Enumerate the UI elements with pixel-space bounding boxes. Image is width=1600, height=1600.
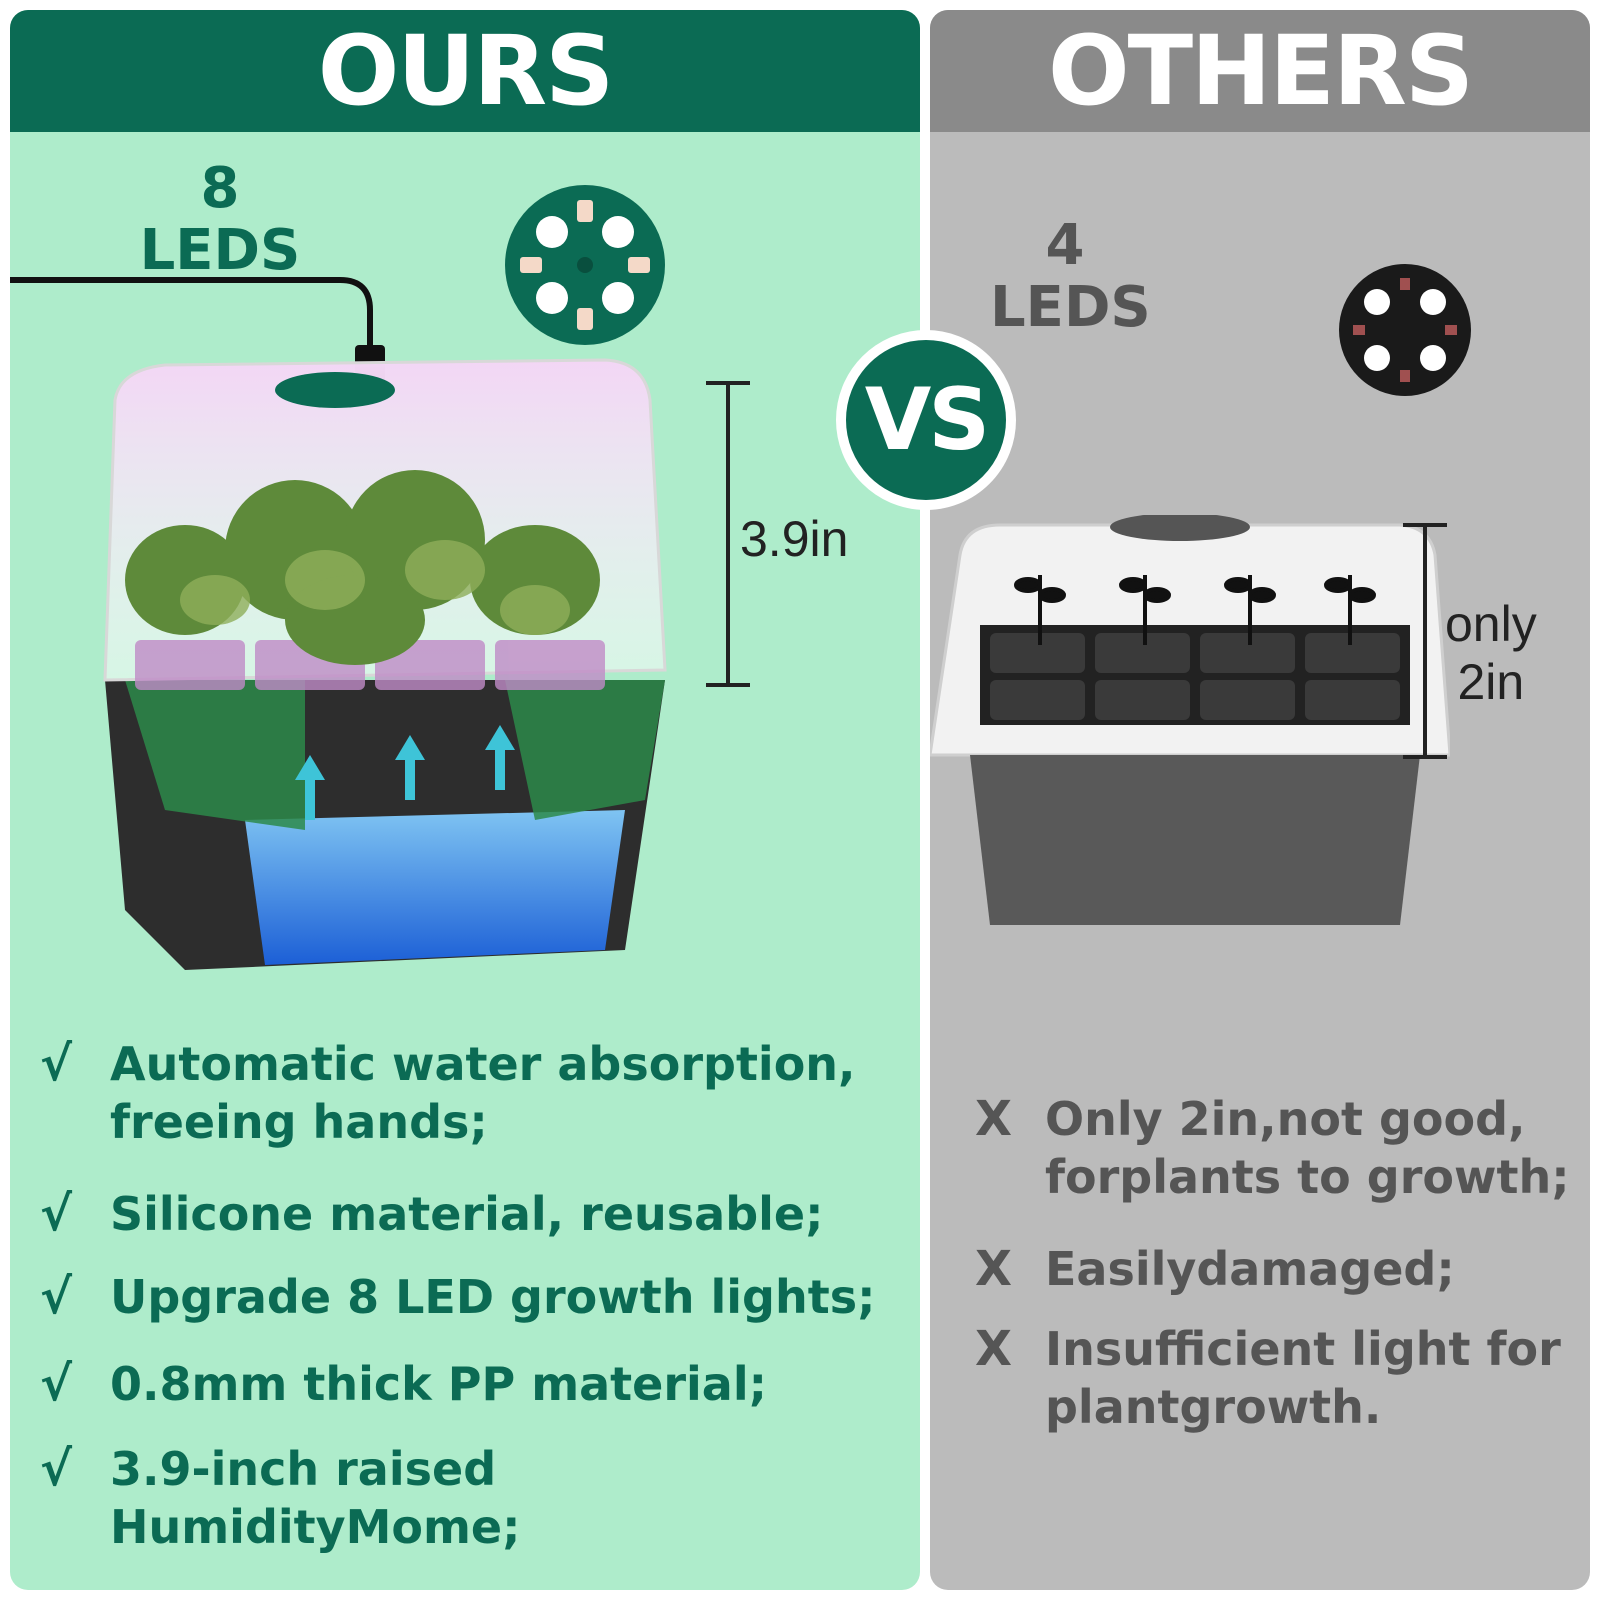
- ours-feature-item: √ 0.8mm thick PP material;: [40, 1355, 900, 1413]
- ours-led-count: 8 LEDS: [130, 158, 310, 282]
- ours-feature-item: √ Silicone material, reusable;: [40, 1185, 900, 1243]
- ours-height-label: 3.9in: [740, 511, 849, 567]
- ours-feature-text: 0.8mm thick PP material;: [110, 1357, 768, 1411]
- ours-feature-item: √ Upgrade 8 LED growth lights;: [40, 1268, 900, 1326]
- others-feature-item: X Insufficient light for plantgrowth.: [975, 1320, 1575, 1436]
- others-led-number: 4: [1045, 213, 1085, 278]
- check-icon: √: [40, 1269, 73, 1325]
- others-led-count: 4 LEDS: [990, 213, 1151, 340]
- check-icon: √: [40, 1036, 73, 1092]
- vs-badge: VS: [836, 330, 1016, 510]
- check-icon: √: [40, 1356, 73, 1412]
- others-feature-text: Easilydamaged;: [1045, 1242, 1455, 1296]
- ours-height-bracket: [706, 381, 750, 687]
- others-banner: OTHERS: [930, 10, 1590, 132]
- ours-panel: OURS 8 LEDS: [10, 10, 920, 1590]
- ours-led-number: 8: [200, 156, 240, 221]
- ours-feature-item: √ Automatic water absorption, freeing ha…: [40, 1035, 900, 1151]
- others-height-bracket: [1403, 523, 1447, 759]
- ours-title: OURS: [317, 15, 615, 127]
- others-panel: OTHERS 4 LEDS: [930, 10, 1590, 1590]
- ours-led-disc-icon: [505, 185, 665, 345]
- others-led-disc-icon: [1339, 264, 1471, 396]
- ours-feature-text: Silicone material, reusable;: [110, 1187, 824, 1241]
- check-icon: √: [40, 1186, 73, 1242]
- x-mark-icon: X: [975, 1321, 1013, 1377]
- ours-feature-text: Automatic water absorption, freeing hand…: [110, 1037, 856, 1149]
- x-mark-icon: X: [975, 1241, 1013, 1297]
- others-title: OTHERS: [1047, 15, 1474, 127]
- ours-banner: OURS: [10, 10, 920, 132]
- x-mark-icon: X: [975, 1091, 1013, 1147]
- ours-feature-item: √ 3.9-inch raised HumidityMome;: [40, 1440, 900, 1556]
- others-height-label-line1: only: [1445, 596, 1537, 652]
- ours-seed-tray-image: [103, 358, 667, 970]
- others-feature-text: Only 2in,not good, forplants to growth;: [1045, 1092, 1570, 1204]
- others-feature-item: X Easilydamaged;: [975, 1240, 1575, 1298]
- others-led-label: LEDS: [990, 275, 1151, 340]
- others-seed-tray-image: [930, 515, 1450, 925]
- ours-led-label: LEDS: [139, 218, 301, 283]
- others-feature-item: X Only 2in,not good, forplants to growth…: [975, 1090, 1575, 1206]
- others-feature-text: Insufficient light for plantgrowth.: [1045, 1322, 1561, 1434]
- others-height-label-line2: 2in: [1457, 654, 1525, 710]
- others-height-label: only 2in: [1445, 595, 1537, 711]
- check-icon: √: [40, 1441, 73, 1497]
- ours-feature-text: 3.9-inch raised HumidityMome;: [110, 1442, 521, 1554]
- ours-feature-text: Upgrade 8 LED growth lights;: [110, 1270, 876, 1324]
- vs-label: VS: [864, 370, 990, 470]
